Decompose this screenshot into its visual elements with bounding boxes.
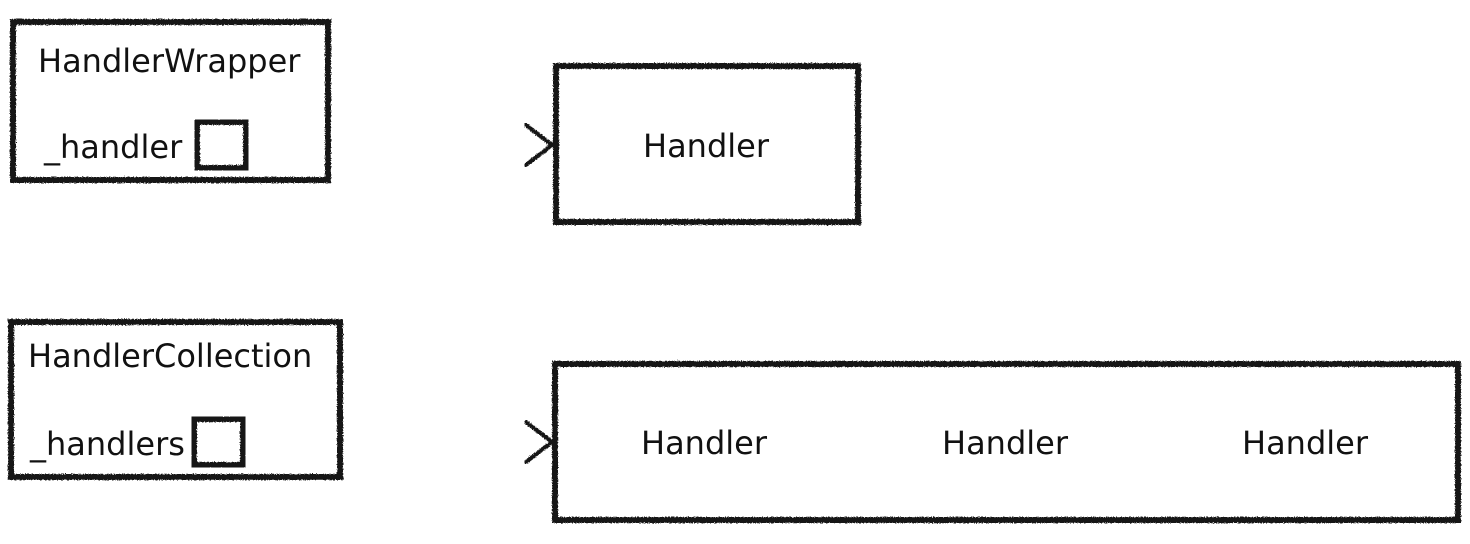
handlers-field-label: _handlers <box>29 425 185 463</box>
handler-field-label: _handler <box>43 128 183 166</box>
handler-target-label: Handler <box>643 127 770 165</box>
handlers-field-slot <box>191 416 246 468</box>
handler-target-box <box>553 63 861 225</box>
handler-pointer-arrow <box>244 123 554 167</box>
handler-wrapper-title: HandlerWrapper <box>38 42 301 80</box>
handler-collection-title: HandlerCollection <box>28 337 312 375</box>
handler-wrapper-group: HandlerWrapper _handler <box>10 19 331 183</box>
handler-array: Handler Handler Handler <box>552 361 1461 523</box>
handler-array-item-3: Handler <box>1242 424 1369 462</box>
handler-array-item-2: Handler <box>942 424 1069 462</box>
handler-array-item-1: Handler <box>641 424 768 462</box>
handler-collection-group: HandlerCollection _handlers <box>8 319 343 480</box>
handler-pointer-arrowhead <box>524 123 554 167</box>
handler-field-slot <box>194 119 249 171</box>
handler-wrapper-box <box>10 19 331 183</box>
handler-collection-box <box>8 319 343 480</box>
handler-target-group: Handler <box>553 63 861 225</box>
handler-array-box <box>552 361 1461 523</box>
